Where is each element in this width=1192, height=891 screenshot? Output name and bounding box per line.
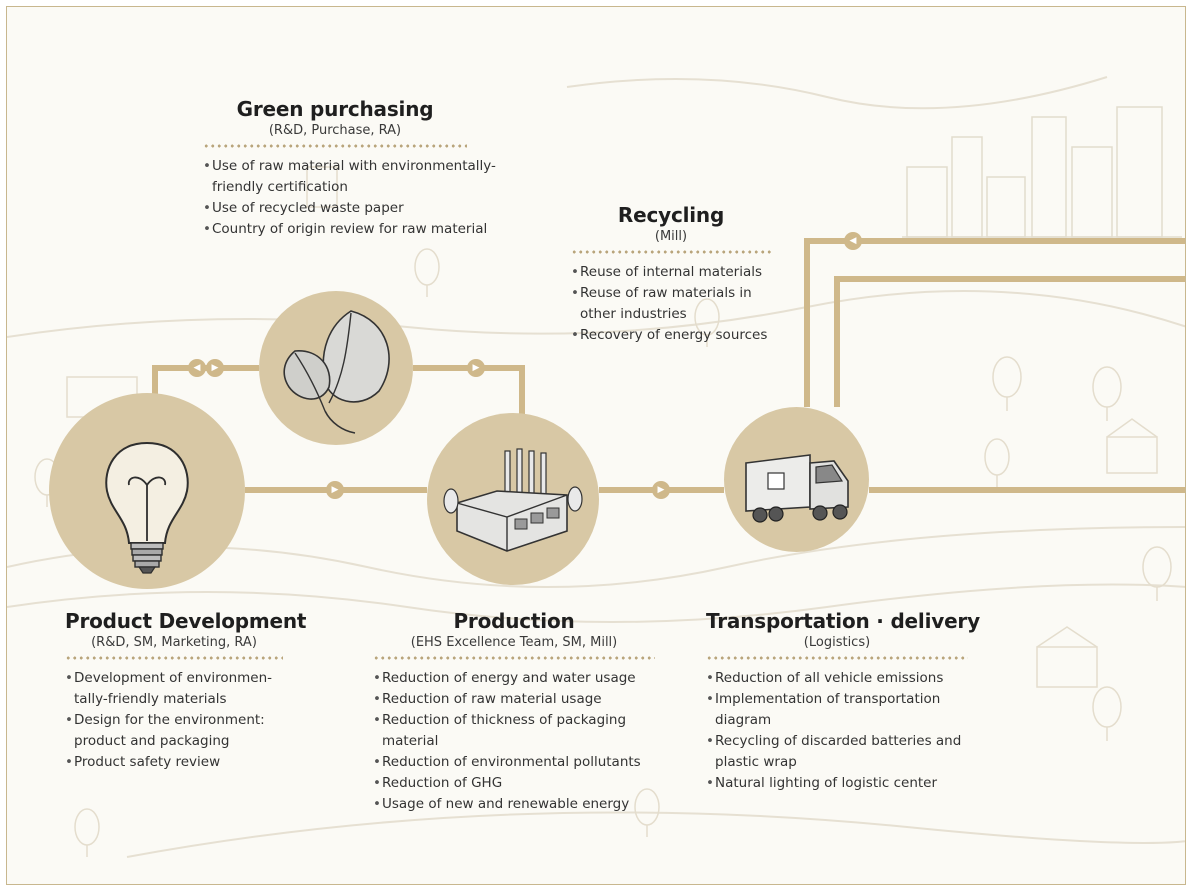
list-item: Country of origin review for raw materia… [203,219,513,240]
arrow-right-icon: ▶ [467,359,485,377]
factory-icon [443,448,583,552]
product-development-list: Development of environmen-tally-friendly… [65,668,305,773]
truck-icon [745,454,849,523]
path-return-outer [804,238,1185,407]
list-item: Reuse of internal materials [571,262,781,283]
list-item: Natural lighting of logistic center [706,773,976,794]
list-item: Implementation of transportation diagram [706,689,960,731]
list-item: Recycling of discarded batteries and pla… [706,731,977,773]
list-item: Recovery of energy sources [571,325,781,346]
list-item: Product safety review [65,752,305,773]
arrow-left-icon: ◀ [844,232,862,250]
dotted-divider [373,656,655,660]
list-item: Design for the environment: product and … [65,710,289,752]
arrow-right-icon: ▶ [326,481,344,499]
production-list: Reduction of energy and water usage Redu… [373,668,673,815]
dotted-divider [706,656,968,660]
green-purchasing-title: Green purchasing [236,97,434,121]
arrow-left-icon: ◀ [188,359,206,377]
transportation-list: Reduction of all vehicle emissions Imple… [706,668,976,794]
green-purchasing-block: Green purchasing (R&D, Purchase, RA) Use… [203,97,513,240]
list-item: Use of raw material with environmentally… [203,156,502,198]
list-item: Reduction of energy and water usage [373,668,673,689]
list-item: Development of environmen-tally-friendly… [65,668,289,710]
list-item: Use of recycled waste paper [203,198,513,219]
product-development-circle [49,393,245,589]
diagram-frame: ◀ ▶ ▶ ▶ ▶ ◀ Green purchasing (R&D, Purch… [6,6,1186,885]
green-purchasing-depts: (R&D, Purchase, RA) [268,123,402,138]
city-skyline-sketch [902,106,1182,238]
recycling-block: Recycling (Mill) Reuse of internal mater… [571,203,781,346]
lightbulb-icon [105,441,189,574]
production-block: Production (EHS Excellence Team, SM, Mil… [373,609,673,815]
production-circle [427,413,599,585]
production-depts: (EHS Excellence Team, SM, Mill) [410,635,618,650]
path-return-inner [834,276,1185,407]
arrow-right-icon: ▶ [206,359,224,377]
dotted-divider [203,144,467,148]
transportation-block: Transportation · delivery (Logistics) Re… [706,609,980,794]
production-title: Production [453,609,575,633]
list-item: Reduction of raw material usage [373,689,673,710]
green-purchasing-circle [259,291,413,445]
list-item: Reduction of environmental pollutants [373,752,673,773]
dotted-divider [571,250,771,254]
recycling-title: Recycling [617,203,725,227]
arrow-right-icon: ▶ [652,481,670,499]
leaves-icon [283,310,390,434]
list-item: Reuse of raw materials in other industri… [571,283,780,325]
list-item: Reduction of thickness of packaging mate… [373,710,650,752]
recycling-depts: (Mill) [654,229,688,244]
product-development-title: Product Development [65,609,307,633]
product-development-block: Product Development (R&D, SM, Marketing,… [65,609,307,773]
transportation-title: Transportation · delivery [706,609,980,633]
path-purchasing-to-production [413,365,525,415]
list-item: Reduction of GHG [373,773,673,794]
recycling-list: Reuse of internal materials Reuse of raw… [571,262,781,346]
dotted-divider [65,656,283,660]
list-item: Reduction of all vehicle emissions [706,668,976,689]
green-purchasing-list: Use of raw material with environmentally… [203,156,513,240]
trees-sketch [34,166,1172,857]
transportation-depts: (Logistics) [803,635,871,650]
transportation-circle [724,407,869,552]
product-development-depts: (R&D, SM, Marketing, RA) [91,635,257,650]
list-item: Usage of new and renewable energy [373,794,673,815]
